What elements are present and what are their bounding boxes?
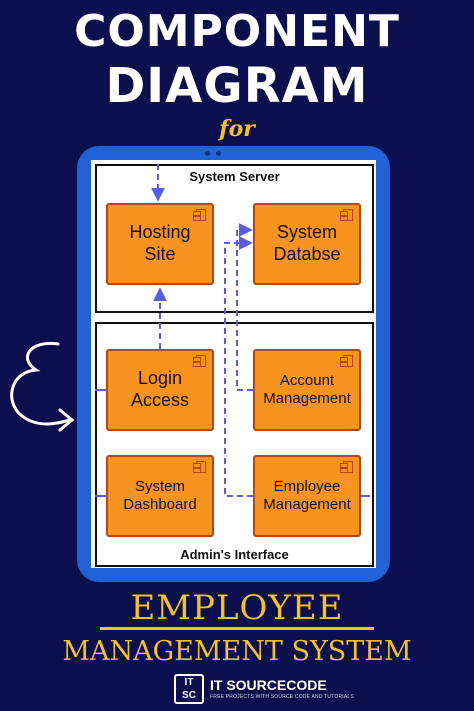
component-icon bbox=[340, 461, 353, 473]
footer-underline bbox=[100, 627, 374, 630]
component-label: Hosting Site bbox=[129, 222, 191, 264]
curved-arrow-icon bbox=[10, 341, 75, 432]
footer-title-line-2: MANAGEMENT SYSTEM bbox=[62, 636, 412, 667]
component-label: System Dashboard bbox=[123, 478, 197, 513]
component-label: System Databse bbox=[273, 222, 341, 264]
component-icon bbox=[340, 209, 353, 221]
component-icon bbox=[193, 355, 206, 367]
component-employee-management: Employee Management bbox=[253, 455, 361, 537]
heading-line-2: DIAGRAM bbox=[105, 58, 369, 114]
system-server-label: System Server bbox=[189, 169, 280, 184]
brand-logo-icon: IT SC bbox=[174, 674, 204, 704]
component-icon bbox=[340, 355, 353, 367]
brand-name: IT SOURCECODE bbox=[210, 677, 327, 693]
component-label: Login Access bbox=[130, 368, 190, 410]
camera-dot bbox=[216, 151, 221, 156]
brand-tagline: FREE PROJECTS WITH SOURCE CODE AND TUTOR… bbox=[210, 694, 354, 700]
component-system-dashboard: System Dashboard bbox=[106, 455, 214, 537]
component-account-management: Account Management bbox=[253, 349, 361, 431]
footer-title-line-1: EMPLOYEE bbox=[130, 588, 344, 628]
component-icon bbox=[193, 461, 206, 473]
component-hosting-site: Hosting Site bbox=[106, 203, 214, 285]
component-label: Employee Management bbox=[263, 478, 351, 513]
admin-interface-label: Admin's Interface bbox=[180, 547, 289, 562]
heading-connector: for bbox=[219, 116, 255, 142]
camera-dot bbox=[205, 151, 210, 156]
component-login-access: Login Access bbox=[106, 349, 214, 431]
component-icon bbox=[193, 209, 206, 221]
heading-line-1: COMPONENT bbox=[74, 6, 400, 57]
component-label: Account Management bbox=[263, 372, 351, 407]
component-system-database: System Databse bbox=[253, 203, 361, 285]
